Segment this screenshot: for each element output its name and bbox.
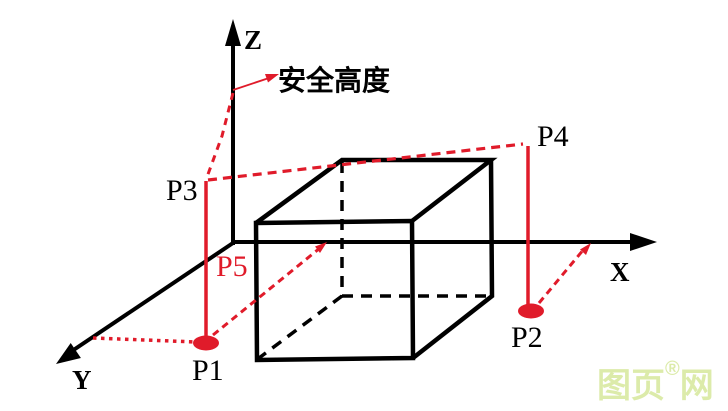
- label-p2: P2: [511, 321, 543, 354]
- workpiece-cube: [253, 157, 498, 363]
- path-p2-arrowhead-icon: [580, 243, 591, 255]
- cube-right-face: [411, 159, 495, 360]
- z-axis-arrowhead-icon: [225, 19, 241, 46]
- label-p3: P3: [166, 174, 198, 207]
- registered-trademark-icon: ®: [665, 358, 680, 380]
- site-watermark: 图页®网: [597, 358, 714, 405]
- axes: Z X Y: [56, 19, 657, 395]
- labels: 安全高度 P3 P4 P5 P1 P2: [166, 64, 569, 387]
- x-axis-arrowhead-icon: [630, 233, 657, 251]
- label-p1: P1: [192, 354, 224, 387]
- point-p2-marker: [518, 303, 544, 319]
- path-p2-to-x-axis: [537, 248, 586, 304]
- cube-top-face: [254, 157, 498, 225]
- point-p1-marker: [193, 335, 219, 351]
- path-p1-to-x-axis: [212, 246, 321, 337]
- path-p1-arrowhead-icon: [315, 242, 327, 253]
- path-p3-to-p4: [207, 142, 524, 182]
- watermark-part1: 图页: [597, 367, 665, 405]
- x-axis-label: X: [610, 257, 630, 287]
- safety-height-callout-arrowhead-icon: [265, 74, 279, 83]
- watermark-part2: 网: [680, 367, 714, 405]
- label-p4: P4: [537, 120, 569, 153]
- y-axis-label: Y: [72, 365, 92, 395]
- tool-path: [92, 74, 591, 351]
- label-p5: P5: [216, 250, 248, 283]
- z-axis-label: Z: [244, 25, 262, 55]
- safety-height-label: 安全高度: [278, 64, 390, 97]
- cube-hidden-edge-bottom-left: [257, 294, 344, 360]
- path-safety-height-to-p3: [205, 92, 235, 178]
- y-axis: [70, 241, 235, 353]
- y-axis-arrowhead-icon: [56, 343, 81, 364]
- safety-height-callout-line: [232, 76, 273, 91]
- path-y-axis-to-p1: [92, 336, 197, 344]
